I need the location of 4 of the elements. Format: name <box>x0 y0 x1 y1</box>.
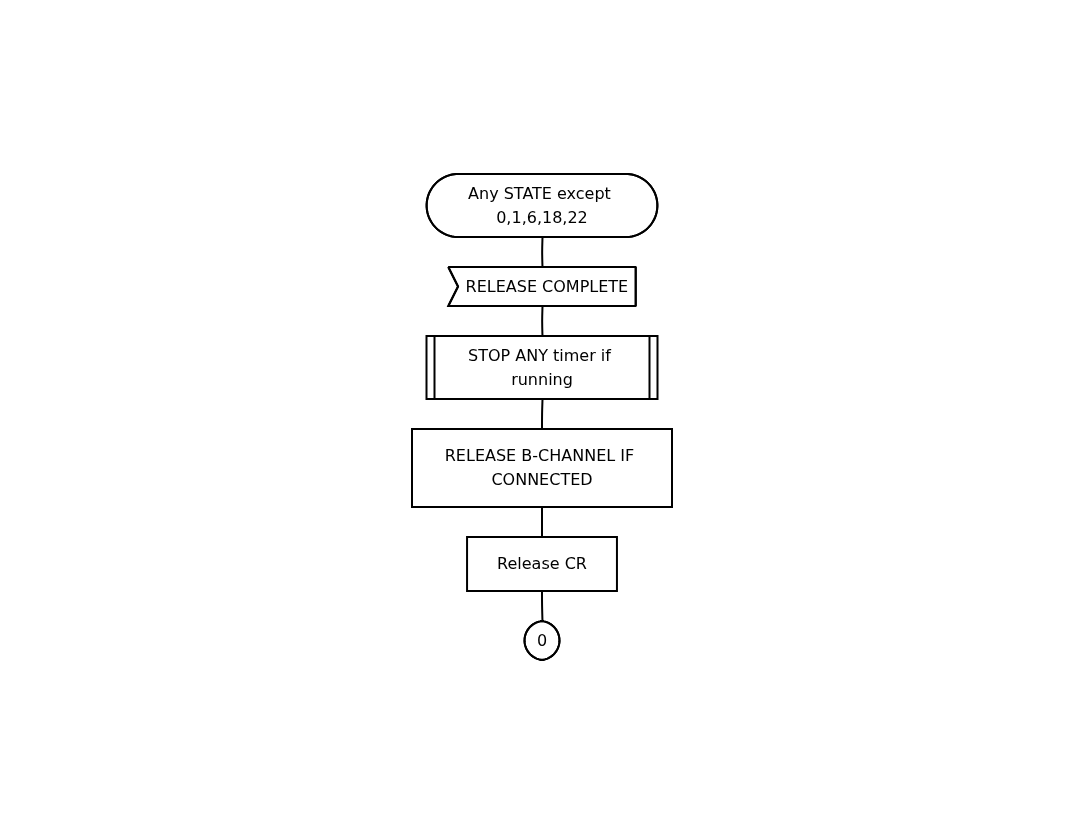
connector <box>541 398 544 430</box>
node-box: RELEASE B-CHANNEL IF CONNECTED <box>411 427 673 508</box>
node-box: Release CR <box>466 535 618 592</box>
connector <box>541 505 543 538</box>
